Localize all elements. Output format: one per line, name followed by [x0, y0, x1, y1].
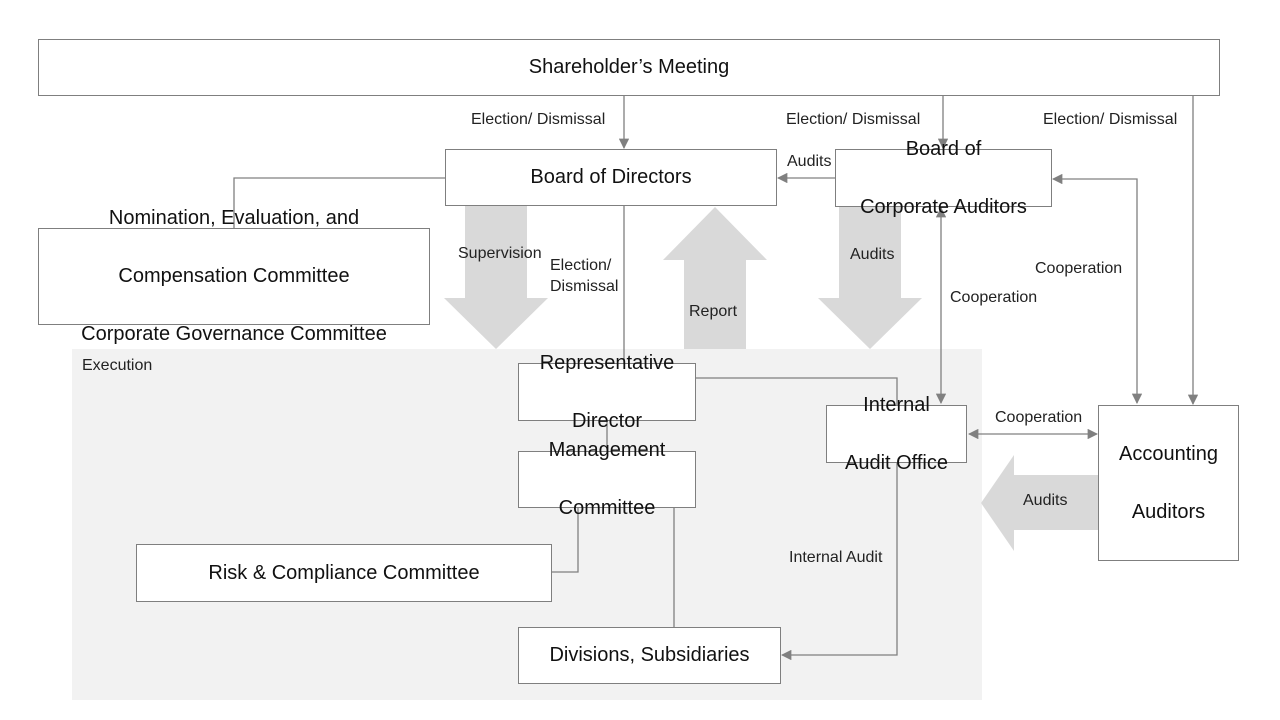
line-bod-to-committees: [233, 177, 445, 228]
bca-line-2: Corporate Auditors: [860, 195, 1027, 218]
committees-line-3: Corporate Governance Committee: [81, 323, 387, 345]
audits-arrow-left: [981, 455, 1098, 551]
iao-line-1: Internal: [863, 393, 930, 416]
election-dismissal-4-line-1: Election/: [550, 257, 612, 274]
rep-line-2: Director: [571, 409, 642, 432]
committees-label: Nomination, Evaluation, and Compensation…: [81, 175, 387, 378]
cooperation-label-3: Cooperation: [995, 409, 1083, 426]
committees-line-1: Nomination, Evaluation, and: [108, 207, 360, 229]
risk-compliance-committee-label: Risk & Compliance Committee: [208, 561, 480, 584]
committees-line-2: Compensation Committee: [118, 265, 350, 287]
supervision-label: Supervision: [458, 245, 542, 262]
arrow-iao-to-div: [780, 462, 898, 661]
management-committee-box: Management Committee: [518, 439, 696, 519]
bca-line-1: Board of: [905, 137, 982, 160]
audits-bca-to-exec-label: Audits: [850, 246, 895, 263]
representative-director-label: Representative Director: [540, 320, 675, 465]
mgmt-line-2: Committee: [558, 497, 656, 519]
cooperation-label-2: Cooperation: [950, 289, 1038, 306]
accounting-auditors-label: Accounting Auditors: [1119, 411, 1218, 556]
execution-label: Execution: [82, 357, 153, 374]
committees-box: Nomination, Evaluation, and Compensation…: [38, 207, 430, 345]
divisions-subsidiaries-box: Divisions, Subsidiaries: [518, 627, 781, 684]
accounting-auditors-box: Accounting Auditors: [1098, 405, 1239, 561]
divisions-subsidiaries-label: Divisions, Subsidiaries: [549, 644, 750, 666]
audits-bca-to-bod-label: Audits: [787, 153, 832, 170]
audits-accounting-label: Audits: [1023, 492, 1068, 509]
report-arrow: [663, 207, 767, 349]
internal-audit-office-label: Internal Audit Office: [845, 362, 948, 507]
board-of-directors-label: Board of Directors: [530, 166, 692, 188]
election-dismissal-label-2: Election/ Dismissal: [786, 111, 921, 128]
board-of-directors-box: Board of Directors: [445, 149, 777, 206]
rep-line-1: Representative: [539, 351, 675, 374]
audits-arrow-down: [818, 206, 922, 349]
iao-line-2: Audit Office: [844, 451, 949, 474]
risk-compliance-committee-box: Risk & Compliance Committee: [136, 544, 552, 602]
election-dismissal-label-3: Election/ Dismissal: [1043, 111, 1178, 128]
report-label: Report: [689, 303, 738, 320]
arrow-bca-aa: [1051, 173, 1143, 405]
representative-director-box: Representative Director: [518, 352, 696, 432]
cooperation-label-1: Cooperation: [1035, 260, 1123, 277]
internal-audit-office-box: Internal Audit Office: [826, 394, 967, 474]
election-dismissal-label-1: Election/ Dismissal: [471, 111, 606, 128]
management-committee-label: Management Committee: [549, 407, 666, 552]
board-of-corporate-auditors-label: Board of Corporate Auditors: [860, 106, 1027, 251]
internal-audit-label: Internal Audit: [789, 549, 883, 566]
election-dismissal-4-line-2: Dismissal: [550, 277, 619, 295]
election-dismissal-label-4: Election/ Dismissal: [550, 256, 618, 298]
mgmt-line-1: Management: [548, 439, 666, 461]
line-mgmt-to-risk: [551, 507, 579, 573]
board-of-corporate-auditors-box: Board of Corporate Auditors: [835, 138, 1052, 218]
aa-line-2: Auditors: [1131, 500, 1206, 523]
shareholders-meeting-label: Shareholder’s Meeting: [528, 56, 730, 78]
line-rep-to-iao: [695, 377, 898, 405]
supervision-arrow: [444, 206, 548, 349]
shareholders-meeting-box: Shareholder’s Meeting: [38, 39, 1220, 96]
aa-line-1: Accounting: [1119, 442, 1218, 465]
